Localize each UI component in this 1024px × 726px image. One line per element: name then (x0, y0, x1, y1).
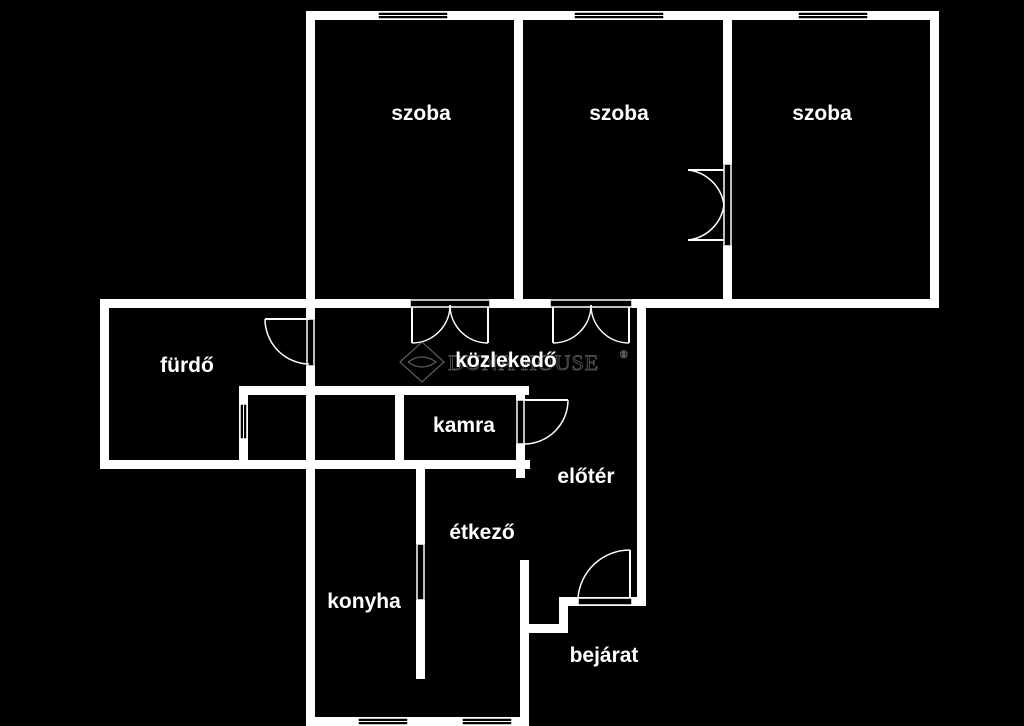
room-label-konyha: konyha (327, 590, 401, 613)
door-kamra (516, 399, 569, 445)
wall-entrance-step (520, 624, 568, 633)
watermark-text: DUNA HOUSE (448, 350, 599, 375)
wall-rooms-bottom-left (100, 299, 410, 308)
door-szoba-1 (409, 299, 491, 344)
window-szoba-1 (377, 11, 449, 20)
duna-house-logo-icon (399, 341, 445, 383)
room-label-bejarat: bejárat (570, 644, 639, 667)
wall-furdo-right-bot (306, 366, 315, 396)
opening-konyha-etkezo (416, 543, 425, 601)
wall-furdo-left (100, 299, 109, 469)
wall-konyha-left (306, 460, 315, 726)
watermark-registered-mark: ® (620, 350, 629, 361)
wall-konyha-divider-top (416, 460, 425, 544)
wall-eloter-right (637, 299, 646, 606)
wall-kamra-right (516, 386, 525, 400)
wall-bottom (306, 717, 529, 726)
wall-right (930, 11, 939, 308)
room-label-furdo: fürdő (160, 354, 214, 377)
doors (264, 163, 732, 606)
wall-kamra-right-b (516, 444, 525, 478)
room-labels: szoba szoba szoba fürdő közlekedő kamra … (160, 102, 852, 667)
window-szoba-2 (573, 11, 665, 20)
window-konyha-bottom-right (461, 717, 513, 726)
room-label-kozlekedo: közlekedő (455, 349, 557, 372)
windows (239, 11, 869, 726)
wall-partition-2a (723, 11, 732, 164)
room-label-kamra: kamra (433, 414, 495, 437)
door-szoba-2 (549, 299, 633, 344)
window-konyha-bottom-left (357, 717, 409, 726)
window-szoba-3 (797, 11, 869, 20)
wall-partition-2b (723, 246, 732, 308)
room-label-szoba-2: szoba (589, 102, 649, 125)
wall-closets-top (239, 386, 529, 395)
door-bejarat (577, 549, 633, 606)
wall-rooms-bottom-right (632, 299, 939, 308)
wall-rooms-bottom-mid (490, 299, 550, 308)
wall-konyha-divider-bot (416, 600, 425, 679)
room-label-szoba-3: szoba (792, 102, 852, 125)
wall-entrance-post (559, 597, 568, 633)
wall-left-rooms (306, 11, 315, 308)
wall-closet-b (306, 386, 315, 469)
room-label-szoba-1: szoba (391, 102, 451, 125)
watermark: DUNA HOUSE ® (399, 341, 629, 383)
wall-furdo-right-top (306, 299, 315, 319)
room-label-eloter: előtér (557, 465, 614, 488)
wall-partition-1 (514, 11, 523, 308)
door-szoba-2-3 (687, 163, 732, 247)
room-label-etkezo: étkező (449, 521, 514, 544)
wall-closet-c (395, 386, 404, 469)
door-furdo (264, 318, 315, 367)
window-furdo (239, 403, 248, 440)
wall-etkezo-right (520, 560, 529, 726)
